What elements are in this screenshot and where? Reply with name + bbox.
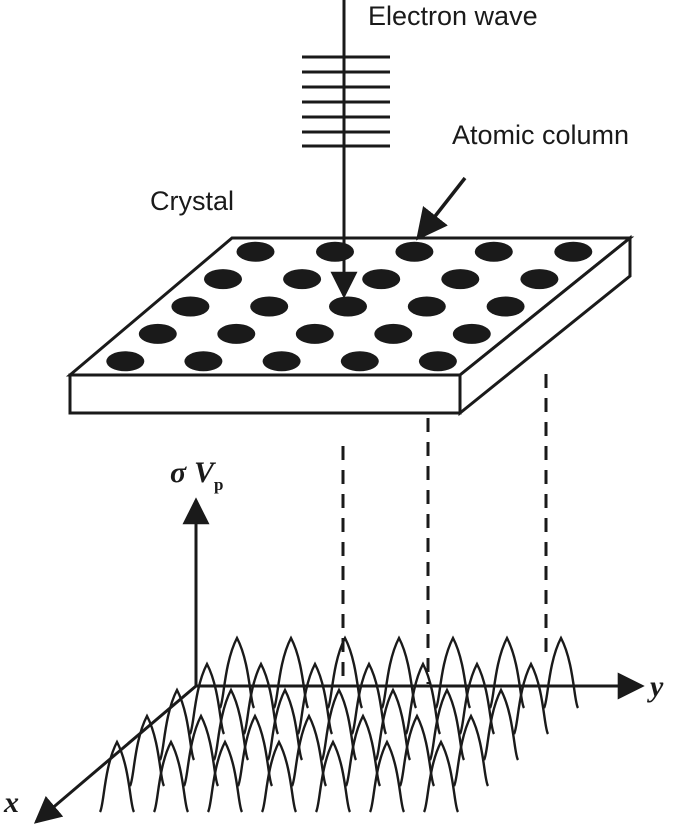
potential-peak — [542, 635, 580, 709]
crystal-slab — [65, 234, 635, 417]
potential-subscript: p — [214, 475, 223, 494]
potential-peak — [188, 661, 226, 735]
atomic-column-dot — [474, 241, 513, 262]
potential-peak — [320, 687, 358, 761]
atomic-column-dot — [316, 241, 354, 262]
potential-peak — [374, 687, 412, 761]
atomic-column-dot — [184, 351, 223, 372]
y-axis-label: y — [647, 670, 664, 703]
atomic-column-dot — [283, 269, 322, 290]
potential-peak — [152, 739, 190, 813]
electron-wave-label: Electron wave — [368, 1, 538, 31]
potential-peak — [182, 713, 220, 787]
atomic-column-pointer — [416, 176, 467, 241]
x-axis-label: x — [3, 786, 19, 819]
potential-peak — [350, 661, 388, 735]
potential-peak — [296, 661, 334, 735]
atomic-column-dot — [418, 351, 457, 372]
crystal-front-face — [68, 373, 462, 415]
atomic-column-dot — [486, 296, 525, 317]
potential-peak — [452, 713, 490, 787]
potential-peak — [482, 687, 520, 761]
potential-peak — [212, 687, 250, 761]
atomic-column-dot — [520, 269, 559, 290]
potential-peak — [260, 739, 298, 813]
potential-peak — [428, 687, 466, 761]
projection-lines — [341, 374, 548, 684]
potential-peak — [488, 635, 526, 709]
sigma-label: σ — [170, 456, 187, 489]
potential-peak — [98, 739, 136, 813]
atomic-column-dot — [340, 351, 379, 372]
potential-peak — [398, 713, 436, 787]
potential-peak — [512, 661, 550, 735]
potential-peak — [242, 661, 280, 735]
atomic-column-dot — [106, 351, 145, 372]
potential-peak — [266, 687, 304, 761]
potential-peak — [404, 661, 442, 735]
potential-peak — [158, 687, 196, 761]
crystal-side-face — [458, 234, 632, 417]
potential-peak — [218, 635, 256, 709]
potential-peak — [422, 739, 460, 813]
potential-peak — [326, 635, 364, 709]
potential-peak — [272, 635, 310, 709]
atomic-column-dot — [374, 323, 413, 344]
atomic-column-dot — [204, 269, 242, 290]
potential-peak — [236, 713, 274, 787]
atomic-column-dot — [262, 351, 301, 372]
atomic-column-dot — [250, 296, 289, 317]
atomic-column-dot — [407, 296, 446, 317]
potential-label: V — [194, 456, 217, 489]
atomic-column-dot — [217, 323, 256, 344]
atomic-column-dot — [329, 296, 367, 317]
atomic-column-dot — [362, 269, 401, 290]
atomic-column-dot — [171, 296, 210, 317]
x-axis — [33, 684, 197, 824]
potential-peak — [380, 635, 418, 709]
potential-peak — [368, 739, 406, 813]
potential-peak — [314, 739, 352, 813]
potential-peak — [434, 635, 472, 709]
atomic-column-dot — [554, 241, 593, 262]
potential-peak — [344, 713, 382, 787]
potential-peak — [128, 713, 166, 787]
atomic-column-dot — [395, 241, 434, 262]
axes — [33, 497, 645, 824]
atomic-column-dot — [295, 323, 334, 344]
potential-peak — [206, 739, 244, 813]
atomic-column-dot — [236, 241, 275, 262]
crystal-label: Crystal — [150, 186, 234, 216]
potential-peak — [458, 661, 496, 735]
potential-peaks — [98, 635, 580, 813]
atomic-column-dot — [452, 323, 491, 344]
electron-wavefronts — [302, 55, 390, 148]
atomic-column-label: Atomic column — [452, 120, 629, 150]
potential-peak — [290, 713, 328, 787]
atomic-column-dot — [441, 269, 480, 290]
atomic-column-dot — [138, 323, 177, 344]
